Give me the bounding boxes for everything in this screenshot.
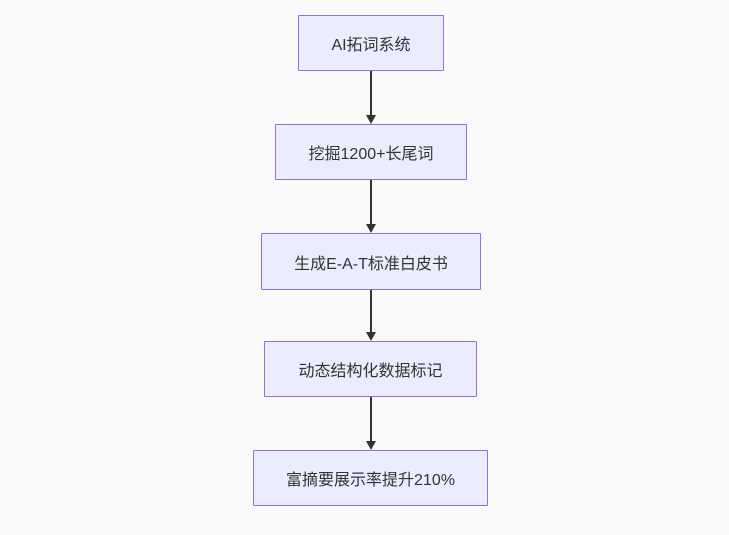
flow-node-eat-whitepaper-generation: 生成E-A-T标准白皮书 — [261, 233, 481, 290]
flow-edge-a-to-b — [366, 71, 376, 124]
arrow-shaft — [370, 71, 372, 117]
flow-node-label: AI拓词系统 — [331, 37, 411, 54]
arrowhead-down-icon — [366, 224, 376, 233]
flow-node-longtail-keyword-mining: 挖掘1200+长尾词 — [275, 124, 467, 180]
flow-node-rich-snippet-rate-increase: 富摘要展示率提升210% — [253, 450, 488, 506]
flow-edge-d-to-e — [366, 397, 376, 450]
flow-node-label: 富摘要展示率提升210% — [286, 472, 455, 489]
flow-edge-c-to-d — [366, 290, 376, 341]
flow-node-label: 挖掘1200+长尾词 — [308, 146, 434, 163]
flow-edge-b-to-c — [366, 180, 376, 233]
arrow-shaft — [370, 180, 372, 226]
arrowhead-down-icon — [366, 332, 376, 341]
arrow-shaft — [370, 290, 372, 334]
flow-node-ai-word-expansion-system: AI拓词系统 — [298, 15, 444, 71]
flow-node-dynamic-structured-data-markup: 动态结构化数据标记 — [264, 341, 477, 397]
arrowhead-down-icon — [366, 115, 376, 124]
arrowhead-down-icon — [366, 441, 376, 450]
flow-node-label: 生成E-A-T标准白皮书 — [294, 255, 448, 273]
arrow-shaft — [370, 397, 372, 443]
flow-node-label: 动态结构化数据标记 — [298, 363, 443, 380]
